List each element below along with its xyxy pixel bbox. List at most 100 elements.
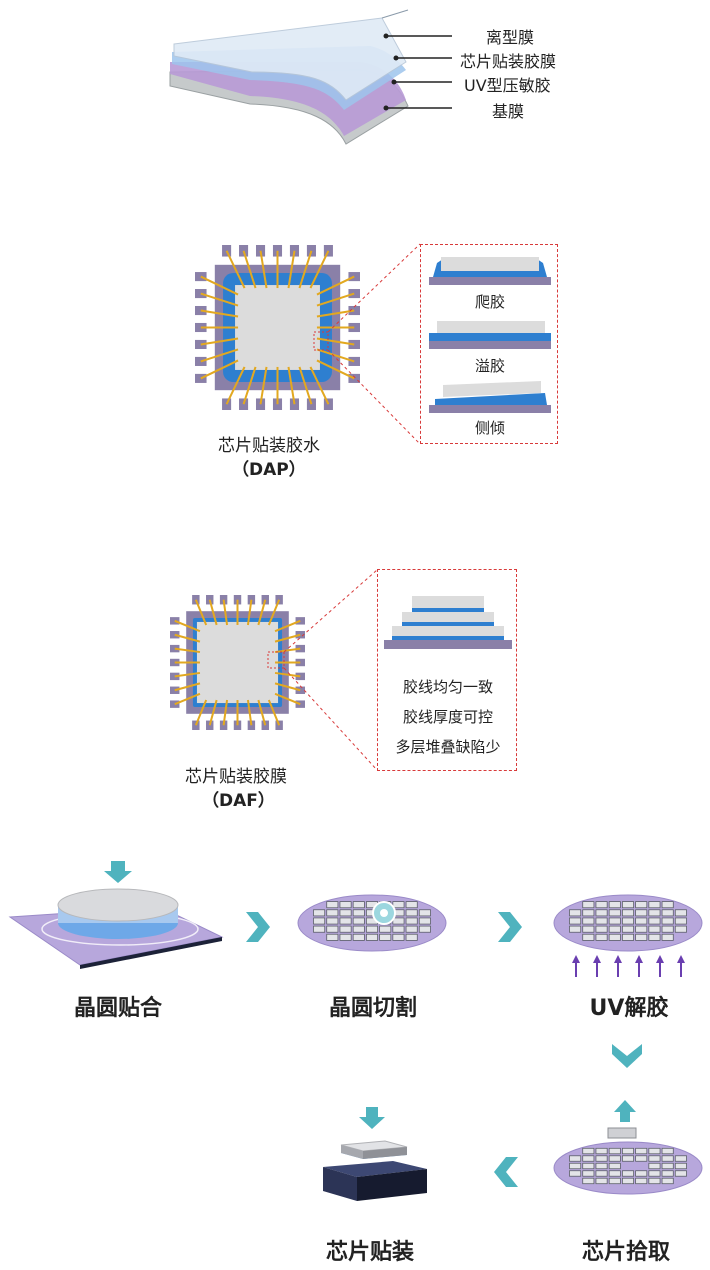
chevron-right-icon bbox=[246, 912, 270, 942]
diced-die bbox=[352, 917, 365, 925]
diced-die bbox=[661, 1147, 674, 1155]
uv-arrow-head bbox=[656, 955, 664, 963]
diced-die bbox=[621, 1147, 635, 1155]
bond-wire bbox=[316, 292, 355, 307]
diced-die bbox=[326, 901, 339, 909]
diced-die bbox=[595, 1155, 608, 1162]
chevron-left-icon bbox=[494, 1157, 518, 1187]
diced-die bbox=[595, 933, 608, 941]
step-label-die-attach: 芯片贴装 bbox=[325, 1240, 414, 1265]
diced-die bbox=[595, 917, 608, 925]
bond-wire bbox=[316, 337, 355, 346]
diced-die bbox=[313, 925, 326, 933]
lead-pad bbox=[306, 398, 316, 410]
diced-die bbox=[621, 933, 635, 941]
diced-die bbox=[635, 909, 648, 917]
diced-die bbox=[648, 917, 661, 925]
diced-die bbox=[339, 933, 352, 941]
diced-die bbox=[635, 925, 648, 933]
uv-debond-illustration bbox=[553, 894, 703, 977]
diced-die bbox=[648, 1155, 661, 1162]
diced-die bbox=[313, 917, 326, 925]
diced-die bbox=[661, 1170, 674, 1177]
glue-overflow-diagram bbox=[429, 321, 551, 349]
diced-die bbox=[326, 917, 339, 925]
diced-die bbox=[621, 1170, 635, 1177]
diced-die bbox=[582, 1147, 595, 1155]
diced-die bbox=[635, 1177, 648, 1185]
diced-die bbox=[608, 917, 621, 925]
diced-die bbox=[648, 1162, 661, 1170]
bond-wire bbox=[222, 599, 229, 626]
bond-wire bbox=[274, 647, 301, 654]
lead-pad bbox=[255, 398, 266, 410]
diced-die bbox=[621, 1177, 635, 1185]
diced-die bbox=[674, 1170, 687, 1177]
diced-die bbox=[674, 909, 687, 917]
bond-wire bbox=[200, 348, 239, 363]
bond-wire bbox=[242, 366, 257, 405]
bond-wire bbox=[316, 359, 355, 380]
uv-arrow-head bbox=[635, 955, 643, 963]
bond-wire bbox=[242, 250, 257, 289]
silicon-die bbox=[235, 285, 320, 370]
lead-pad bbox=[170, 672, 180, 681]
daf-caption-title: 芯片贴装胶膜 bbox=[185, 767, 287, 787]
bond-wire bbox=[298, 366, 313, 405]
daf-package-figure bbox=[170, 595, 305, 730]
bond-wire bbox=[309, 366, 330, 405]
lead-pad bbox=[348, 356, 360, 366]
lead-pad bbox=[233, 720, 242, 730]
bond-wire bbox=[174, 633, 201, 643]
diced-die bbox=[582, 1162, 595, 1170]
bond-wire bbox=[246, 599, 253, 626]
lead-pad bbox=[247, 595, 256, 605]
diced-die bbox=[418, 909, 431, 917]
lead-pad bbox=[247, 720, 256, 730]
defect-label-overflow: 溢胶 bbox=[474, 357, 505, 375]
lead-pad bbox=[348, 289, 360, 299]
bond-wire bbox=[194, 699, 208, 726]
diced-die bbox=[608, 1147, 621, 1155]
diced-die bbox=[326, 909, 339, 917]
lead-pad bbox=[195, 305, 207, 316]
bond-wire bbox=[267, 599, 281, 626]
die-pickup-illustration bbox=[553, 1100, 703, 1195]
lead-pad bbox=[192, 720, 200, 730]
diced-die bbox=[569, 1162, 582, 1170]
lead-pad bbox=[306, 245, 316, 257]
diced-die bbox=[674, 917, 687, 925]
defect-label-climb: 爬胶 bbox=[474, 293, 505, 311]
diced-die bbox=[661, 1155, 674, 1162]
diced-die bbox=[339, 917, 352, 925]
diced-die bbox=[582, 901, 595, 909]
diced-die bbox=[621, 917, 635, 925]
diced-die bbox=[608, 1162, 621, 1170]
bond-wire bbox=[225, 366, 246, 405]
lead-pad bbox=[233, 595, 242, 605]
chevron-right-icon bbox=[498, 912, 522, 942]
glue-climb-diagram bbox=[429, 257, 551, 285]
dap-chip-illustration bbox=[195, 245, 360, 410]
diced-die bbox=[661, 917, 674, 925]
bond-wire bbox=[174, 692, 201, 706]
diced-die bbox=[648, 1170, 661, 1177]
step-label-wafer-mounting: 晶圆贴合 bbox=[73, 996, 162, 1021]
bond-wire bbox=[194, 599, 208, 626]
step-label-dicing: 晶圆切割 bbox=[328, 996, 417, 1021]
lead-pad bbox=[289, 245, 300, 257]
diced-die bbox=[313, 909, 326, 917]
lead-pad bbox=[348, 339, 360, 350]
bond-wire bbox=[259, 250, 268, 289]
bond-wire bbox=[257, 699, 267, 726]
diced-die bbox=[661, 1162, 674, 1170]
lead-pad bbox=[195, 356, 207, 366]
daf-stack-illustration bbox=[384, 596, 512, 649]
diced-die bbox=[608, 1155, 621, 1162]
bond-wire bbox=[274, 692, 301, 706]
lead-pad bbox=[222, 245, 232, 257]
bond-wire bbox=[174, 619, 201, 633]
diced-die bbox=[635, 901, 648, 909]
diced-die bbox=[379, 925, 392, 933]
dap-callout-box: 爬胶 溢胶 侧倾 bbox=[420, 244, 558, 444]
